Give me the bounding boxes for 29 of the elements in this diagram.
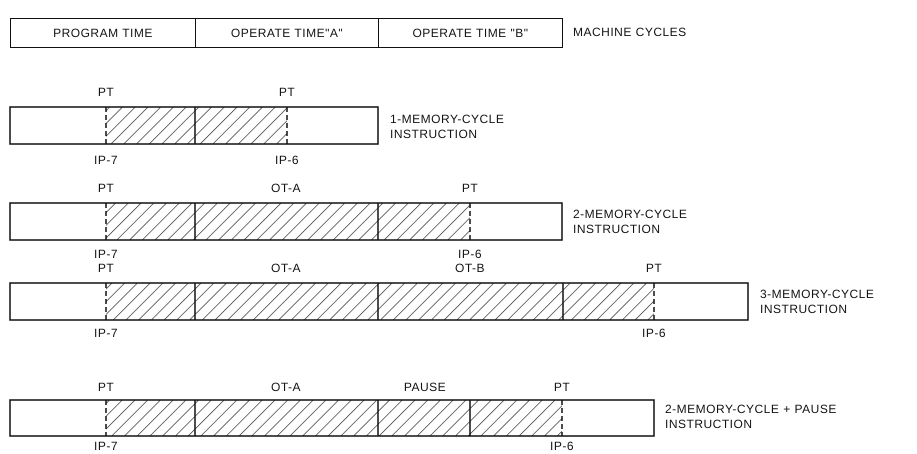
phase-label: PT bbox=[278, 85, 296, 100]
phase-label: OT-A bbox=[271, 261, 301, 276]
instruction-label: 3-MEMORY-CYCLE INSTRUCTION bbox=[760, 287, 876, 317]
phase-label: PT bbox=[98, 380, 114, 395]
instruction-label: 2-MEMORY-CYCLE INSTRUCTION bbox=[573, 207, 688, 237]
phase-label: OT-A bbox=[271, 181, 301, 196]
pulse-label: IP-6 bbox=[642, 326, 666, 341]
pulse-label: IP-6 bbox=[275, 153, 299, 168]
pulse-label: IP-7 bbox=[94, 439, 118, 454]
instruction-label: 1-MEMORY-CYCLE INSTRUCTION bbox=[390, 112, 506, 142]
pulse-label: IP-7 bbox=[94, 326, 118, 341]
pulse-label: IP-7 bbox=[94, 153, 118, 168]
pulse-label: IP-6 bbox=[458, 247, 482, 262]
phase-label: PT bbox=[98, 181, 114, 196]
cycle-box: OPERATE TIME"A" bbox=[195, 18, 379, 48]
phase-label: PT bbox=[98, 261, 114, 276]
pulse-label: IP-6 bbox=[550, 439, 574, 454]
phase-label: PT bbox=[462, 181, 478, 196]
pulse-label: IP-7 bbox=[94, 247, 118, 262]
row-label: MACHINE CYCLES bbox=[573, 25, 687, 40]
phase-label: OT-B bbox=[455, 261, 485, 276]
phase-label: PT bbox=[646, 261, 662, 276]
cycle-box: OPERATE TIME "B" bbox=[378, 18, 563, 48]
phase-label: PT bbox=[554, 380, 570, 395]
instruction-label: 2-MEMORY-CYCLE + PAUSE INSTRUCTION bbox=[665, 402, 838, 432]
cycle-box: PROGRAM TIME bbox=[10, 18, 196, 48]
phase-label: OT-A bbox=[271, 380, 301, 395]
phase-label: PAUSE bbox=[404, 380, 446, 395]
phase-label: PT bbox=[98, 85, 114, 100]
